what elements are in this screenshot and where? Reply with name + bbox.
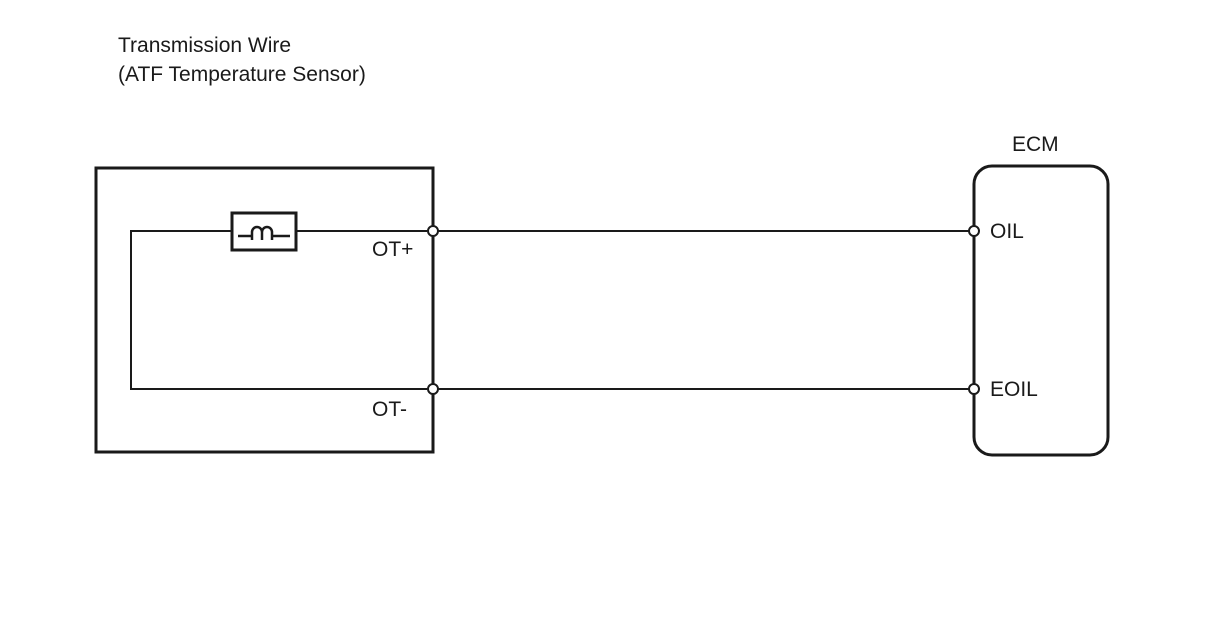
terminal-label-ot-plus: OT+ xyxy=(372,238,413,261)
terminal-label-oil: OIL xyxy=(990,220,1024,243)
terminal-label-ot-minus: OT- xyxy=(372,398,407,421)
terminal-ot-minus xyxy=(427,383,439,395)
terminal-label-eoil: EOIL xyxy=(990,378,1038,401)
sensor-housing xyxy=(94,166,435,454)
sensor-internal-loop xyxy=(130,230,427,390)
thermistor-icon xyxy=(230,211,298,252)
terminal-ot-plus xyxy=(427,225,439,237)
sensor-title-line1: Transmission Wire xyxy=(118,34,291,57)
terminal-eoil xyxy=(968,383,980,395)
ecm-box xyxy=(972,164,1110,457)
ecm-title: ECM xyxy=(1012,133,1059,156)
sensor-title-line2: (ATF Temperature Sensor) xyxy=(118,63,366,86)
terminal-oil xyxy=(968,225,980,237)
